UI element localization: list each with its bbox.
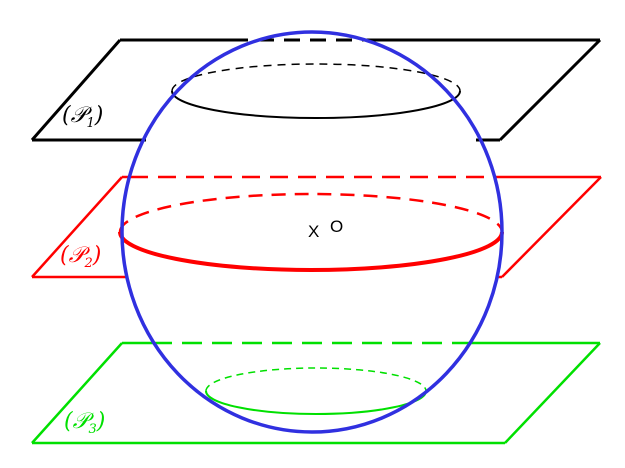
plane-p2-right-edge: [501, 176, 602, 278]
sphere-outline: [120, 30, 504, 434]
plane-p1-label: (𝒫1): [62, 103, 103, 131]
plane-p2-label: (𝒫2): [60, 243, 101, 271]
plane-p3-circle-back: [205, 367, 427, 392]
plane-p1-left-edge: [30, 39, 122, 141]
center-marker: X: [308, 222, 319, 241]
center-label: O: [330, 217, 343, 236]
plane-p3-left-edge: [31, 342, 123, 444]
plane-p3: (𝒫3): [31, 341, 601, 445]
plane-p3-label: (𝒫3): [64, 409, 105, 437]
plane-p2: (𝒫2): [31, 175, 602, 279]
plane-p1: (𝒫1): [30, 38, 602, 142]
plane-p2-circle-front: [118, 231, 504, 272]
plane-p1-circle-back: [171, 63, 461, 92]
plane-p1-right-edge: [498, 38, 602, 142]
plane-p1-circle-front: [171, 90, 461, 119]
plane-p2-left-edge: [31, 176, 123, 278]
plane-p3-circle-front: [205, 390, 427, 415]
plane-p2-circle-back: [118, 192, 504, 233]
plane-p3-right-edge: [504, 342, 601, 444]
